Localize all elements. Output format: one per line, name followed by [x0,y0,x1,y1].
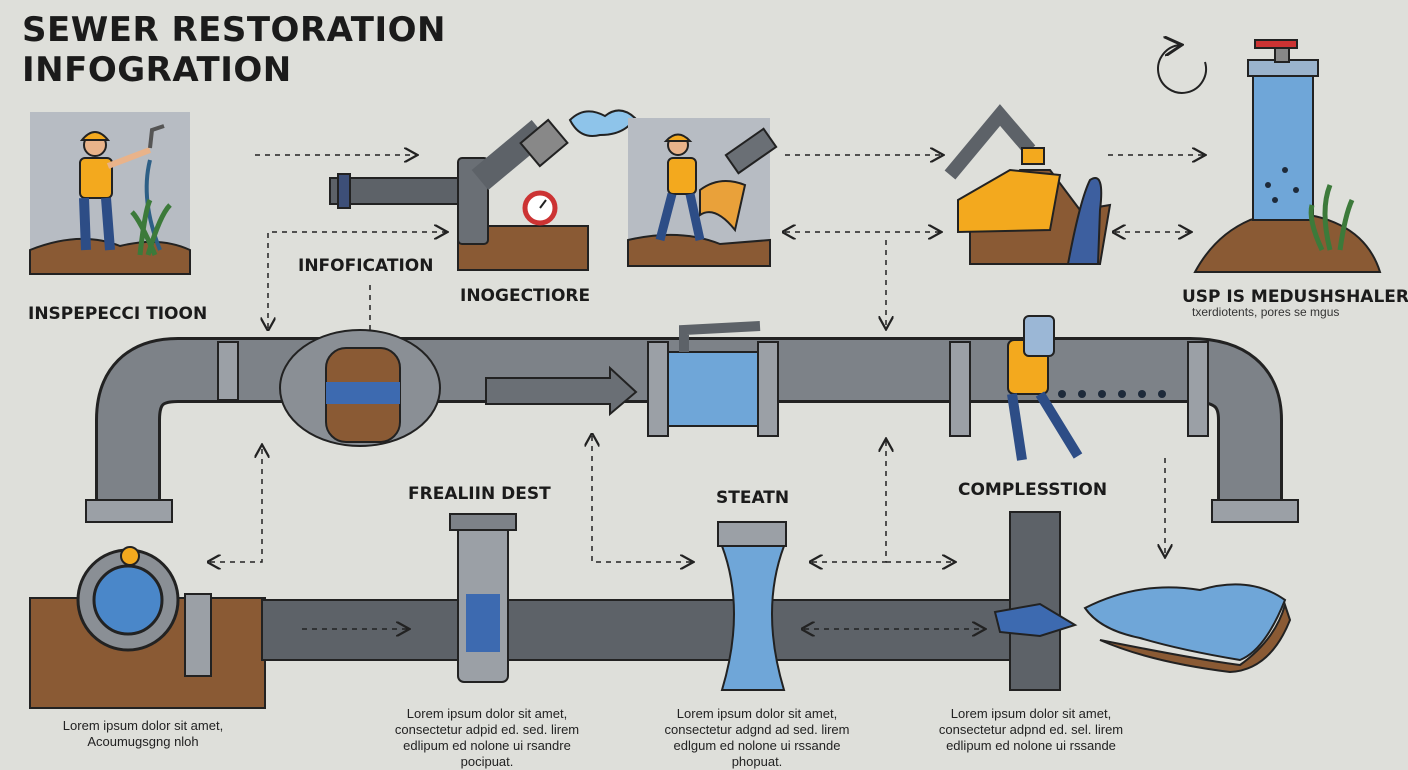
title-line-2: INFOGRATION [22,50,292,90]
label-usp-subtitle: txerdiotents, pores se mgus [1192,305,1340,319]
valve-panel [329,109,637,271]
label-infofication: INFOFICATION [298,256,434,276]
caption-2: Lorem ipsum dolor sit amet, consectetur … [394,706,580,769]
worker-icon [79,131,152,251]
label-steatn: STEATN [716,488,790,508]
main-pipe [85,315,1299,523]
label-inogectiore: INOGECTIORE [460,286,591,306]
excavator-icon [944,104,1112,265]
valve-icon [457,118,569,245]
refresh-icon [1157,45,1207,94]
drill-panel [627,118,778,267]
inspection-panel [29,112,191,275]
title-line-1: SEWER RESTORATION [22,10,447,50]
caption-4: Lorem ipsum dolor sit amet, consectetur … [938,706,1124,753]
pressure-gauge-icon [522,190,558,226]
plant-icon [1308,184,1355,252]
caption-1: Lorem ipsum dolor sit amet, Acoumugsgng … [62,718,224,749]
label-inspection: INSPEPECCI TIOON [28,304,208,324]
label-complesstion: COMPLESSTION [958,480,1108,500]
flow-arrows [210,155,1204,629]
label-usp: USP IS MEDUSHSHALER [1182,287,1408,307]
water-tank-panel [1157,39,1382,273]
label-frealin: FREALIIN DEST [408,484,551,504]
water-tank-icon [1247,39,1319,221]
lower-pipe [29,511,1292,709]
caption-3: Lorem ipsum dolor sit amet, consectetur … [664,706,850,769]
